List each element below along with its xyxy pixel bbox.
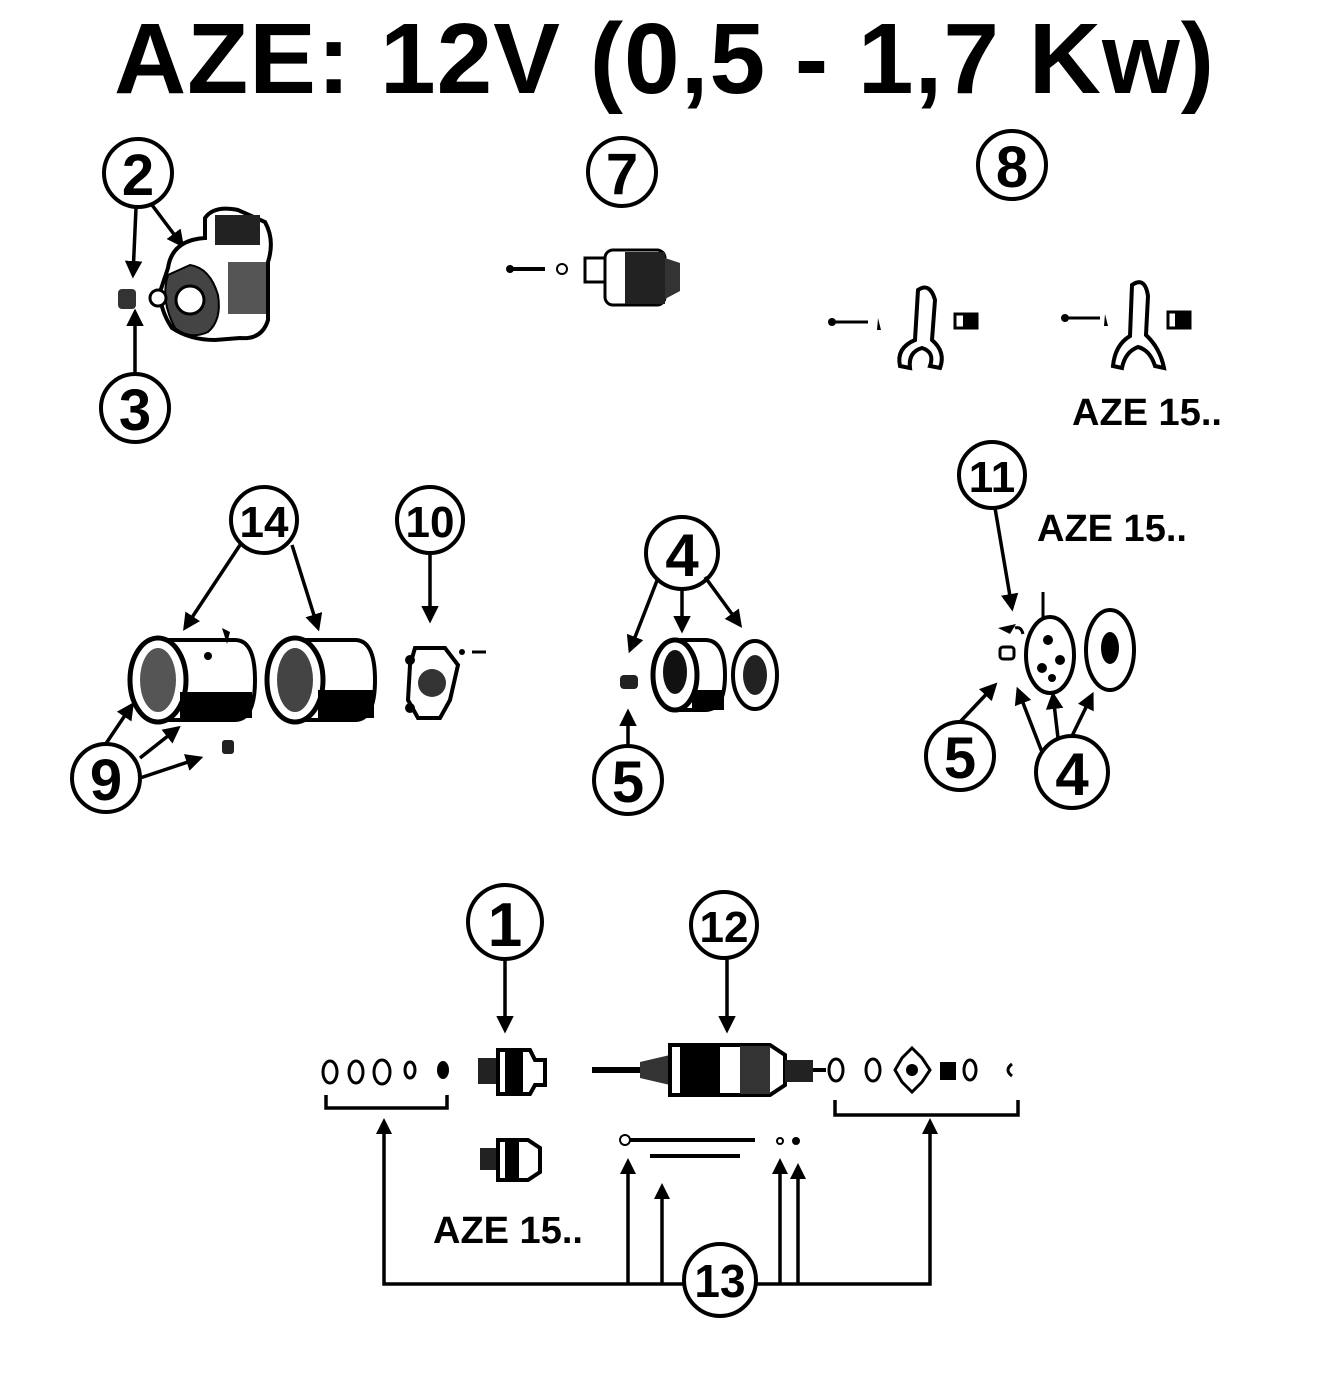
callout-13: 13 bbox=[682, 1242, 758, 1318]
yoke-housing-part-a bbox=[127, 628, 258, 754]
pinion-drive-part bbox=[478, 1048, 547, 1096]
callout-12-label: 12 bbox=[700, 903, 749, 952]
callout-9: 9 bbox=[70, 742, 142, 814]
bracket-13-arrowheads bbox=[376, 1118, 938, 1199]
leader-arrows bbox=[103, 203, 1094, 1034]
callout-12: 12 bbox=[689, 890, 759, 960]
callout-5-right-label: 5 bbox=[944, 726, 976, 791]
callout-9-label: 9 bbox=[90, 748, 122, 813]
pinion-drive-aze15-part bbox=[480, 1138, 542, 1182]
callout-13-label: 13 bbox=[694, 1255, 745, 1307]
drive-end-housing-part bbox=[118, 206, 273, 343]
callout-4-middle-label: 4 bbox=[665, 522, 699, 589]
through-bolts-part bbox=[619, 1134, 800, 1158]
bracket-13 bbox=[324, 1095, 1020, 1286]
note-aze15-forks: AZE 15.. bbox=[1072, 392, 1222, 434]
callout-2-label: 2 bbox=[122, 143, 154, 208]
shift-fork-part-a bbox=[828, 285, 979, 371]
callout-3: 3 bbox=[99, 372, 171, 444]
callout-3-label: 3 bbox=[119, 378, 151, 443]
callout-1: 1 bbox=[466, 883, 544, 961]
shift-fork-part-b bbox=[1061, 280, 1192, 371]
callout-7: 7 bbox=[586, 136, 658, 208]
brush-plate-part bbox=[998, 592, 1136, 695]
callout-8-label: 8 bbox=[996, 135, 1028, 200]
washer-set-left-part bbox=[321, 1058, 449, 1086]
callout-4-right-label: 4 bbox=[1055, 741, 1089, 808]
callout-14-label: 14 bbox=[240, 498, 289, 547]
commutator-end-cap-part bbox=[620, 637, 779, 713]
callout-10: 10 bbox=[395, 485, 465, 555]
yoke-housing-part-b bbox=[264, 635, 378, 725]
note-aze15-brushplate: AZE 15.. bbox=[1037, 508, 1187, 550]
callout-8: 8 bbox=[976, 129, 1048, 201]
callout-5-right: 5 bbox=[924, 720, 996, 792]
callout-11-label: 11 bbox=[969, 453, 1016, 502]
brush-holder-part bbox=[405, 646, 486, 720]
armature-part bbox=[592, 1043, 826, 1097]
diagram-title: AZE: 12V (0,5 - 1,7 Kw) bbox=[113, 3, 1216, 115]
callout-11: 11 bbox=[957, 440, 1027, 510]
callout-1-label: 1 bbox=[488, 891, 522, 960]
callout-10-label: 10 bbox=[406, 498, 455, 547]
washer-set-right-part bbox=[827, 1045, 1013, 1095]
callout-5-middle-label: 5 bbox=[612, 750, 644, 815]
callout-4-middle: 4 bbox=[644, 515, 720, 591]
callout-14: 14 bbox=[229, 485, 299, 555]
callout-2: 2 bbox=[102, 137, 174, 209]
callout-5-middle: 5 bbox=[592, 744, 664, 816]
callout-7-label: 7 bbox=[606, 142, 638, 207]
note-aze15-drive: AZE 15.. bbox=[433, 1210, 583, 1252]
callout-4-right: 4 bbox=[1034, 734, 1110, 810]
solenoid-part bbox=[506, 248, 680, 307]
